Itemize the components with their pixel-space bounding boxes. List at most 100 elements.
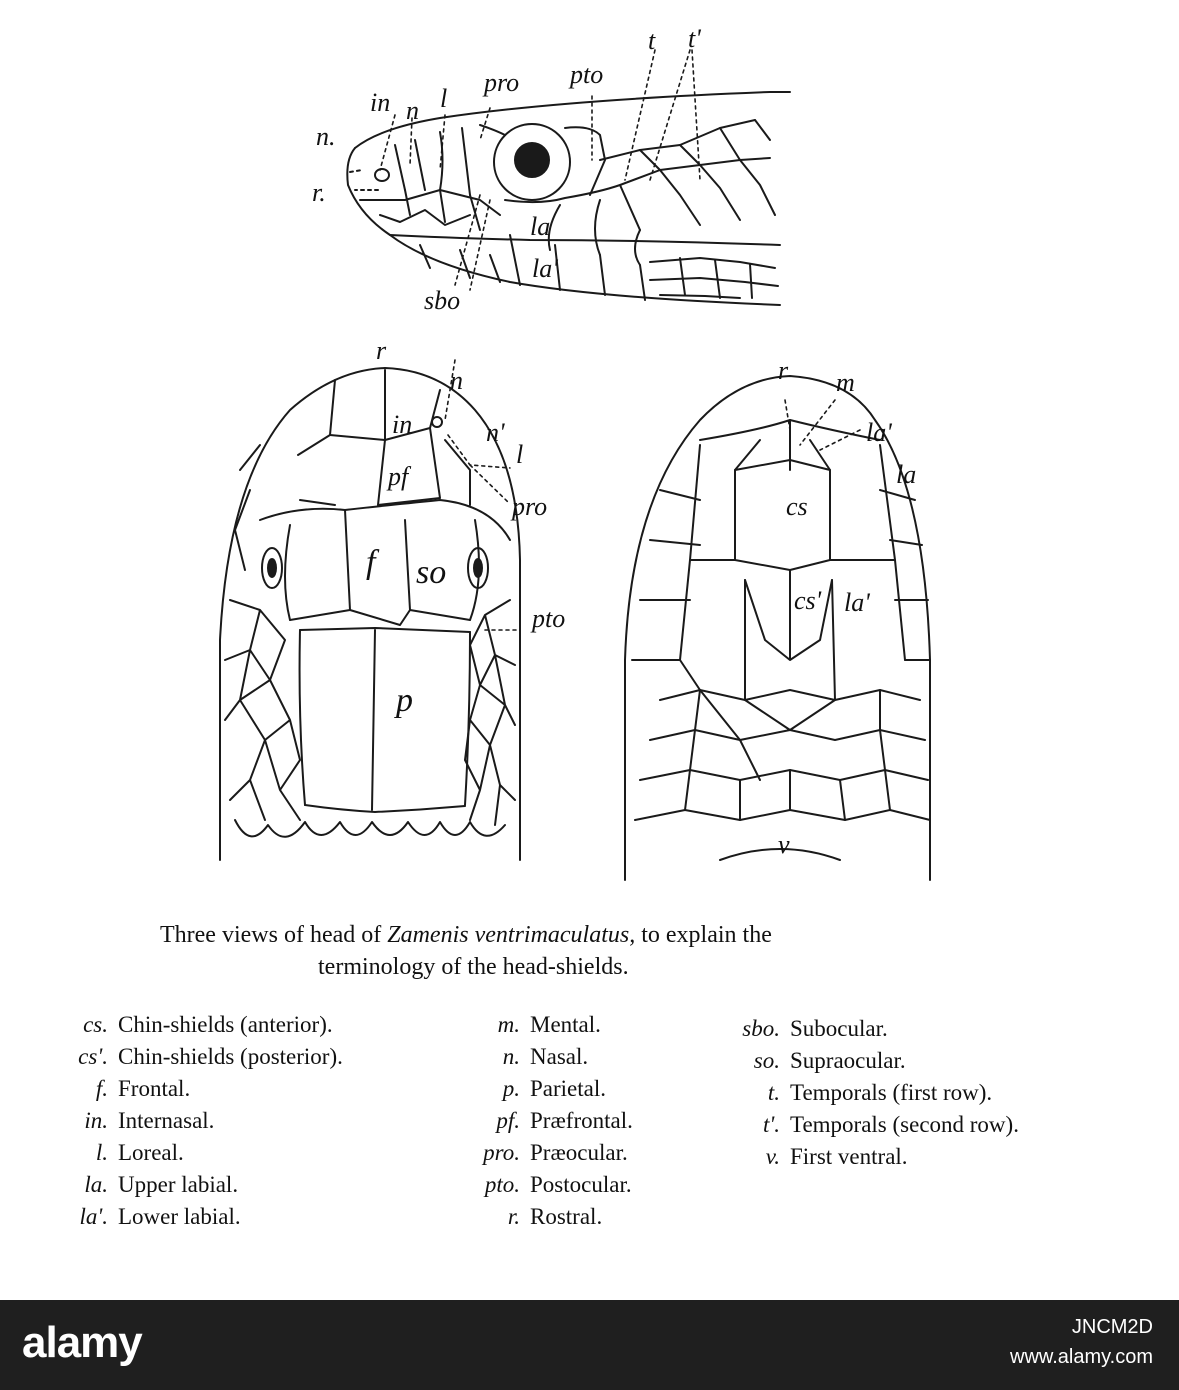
legend-def: Præfrontal.: [530, 1108, 633, 1133]
top-label-preocular: pro: [512, 492, 548, 521]
side-label-internasal: in: [370, 88, 391, 117]
legend-abbr: t'.: [762, 1112, 780, 1137]
side-label-postocular: pto: [570, 60, 604, 89]
legend-def: Frontal.: [118, 1076, 191, 1101]
legend-abbr: m.: [497, 1012, 520, 1037]
legend-def: Loreal.: [118, 1140, 184, 1165]
legend-row: t. Temporals (first row).: [710, 1080, 1150, 1112]
image-id: JNCM2D: [1071, 1316, 1153, 1338]
legend-row: la'. Lower labial.: [40, 1204, 460, 1236]
bottom-label-chin-shield-anterior: cs: [786, 492, 808, 521]
legend-def: Subocular.: [790, 1016, 888, 1041]
legend-abbr: pro.: [483, 1140, 520, 1165]
top-view-drawing: [219, 359, 521, 861]
bottom-label-upper-labial: la: [896, 460, 917, 489]
legend-abbr: l.: [95, 1140, 108, 1165]
watermark-footer: alamy JNCM2D www.alamy.com: [0, 1300, 1179, 1390]
bottom-view-drawing: [624, 375, 931, 881]
top-label-postocular: pto: [532, 604, 566, 633]
legend-def: Nasal.: [530, 1044, 589, 1069]
site-link[interactable]: www.alamy.com: [1010, 1346, 1153, 1368]
caption-suffix: to explain the: [635, 922, 772, 948]
bottom-label-chin-shield-posterior: cs': [794, 586, 822, 615]
alamy-logo[interactable]: alamy: [22, 1318, 143, 1367]
legend-abbr: sbo.: [742, 1016, 780, 1041]
side-view-drawing: [346, 49, 791, 306]
side-label-preocular: pro: [484, 68, 520, 97]
caption-line-1: Three views of head of Zamenis ventrimac…: [160, 922, 772, 949]
side-label-lower-labial: la': [532, 254, 558, 283]
legend-row: cs.Chin-shields (anterior).: [40, 1012, 460, 1044]
legend-abbr: cs'.: [78, 1044, 108, 1069]
legend-abbr: p.: [502, 1076, 520, 1101]
legend-abbr: in.: [84, 1108, 108, 1133]
side-label-temporal-second: t': [688, 24, 701, 53]
bottom-label-lower-labial-b: la': [844, 588, 870, 617]
head-drawings: [219, 49, 931, 881]
legend-def: First ventral.: [790, 1144, 908, 1169]
legend-row: m. Mental.: [452, 1012, 712, 1044]
legend-abbr: f.: [95, 1076, 108, 1101]
caption-prefix: Three views of head of: [160, 922, 388, 948]
legend-def: Mental.: [530, 1012, 601, 1037]
legend-row: pto. Postocular.: [452, 1172, 712, 1204]
legend-abbr: pf.: [496, 1108, 520, 1133]
legend-abbr: v.: [765, 1144, 780, 1169]
legend-abbr: t.: [767, 1080, 780, 1105]
legend-row: cs'. Chin-shields (posterior).: [40, 1044, 460, 1076]
top-label-nasal: n: [450, 366, 463, 395]
legend-row: la. Upper labial.: [40, 1172, 460, 1204]
top-label-internasal: in: [392, 410, 413, 439]
legend-def: Postocular.: [530, 1172, 632, 1197]
legend-def: Upper labial.: [118, 1172, 239, 1197]
side-label-temporal-first: t: [648, 26, 656, 55]
legend-abbr: n.: [502, 1044, 520, 1069]
legend-def: Temporals (second row).: [790, 1112, 1019, 1137]
legend-abbr: la'.: [79, 1204, 108, 1229]
top-label-frontal: f: [366, 544, 376, 581]
legend-row: v. First ventral.: [710, 1144, 1150, 1176]
bottom-label-rostral: r: [778, 356, 789, 385]
bottom-label-first-ventral: v: [778, 830, 790, 859]
side-label-nasal-b: n: [406, 96, 419, 125]
legend-def: Supraocular.: [790, 1048, 906, 1073]
legend-abbr: cs.: [83, 1012, 108, 1037]
side-label-upper-labial: la: [530, 212, 551, 241]
side-label-loreal: l: [440, 84, 448, 113]
legend-row: t'. Temporals (second row).: [710, 1112, 1150, 1144]
legend-column-3: sbo. Subocular. so. Supraocular. t. Tempora…: [710, 1016, 1150, 1176]
side-label-subocular: sbo: [424, 286, 461, 315]
side-label-rostral: r.: [312, 178, 326, 207]
top-label-nasal-posterior: n': [486, 418, 505, 447]
top-label-supraocular: so: [416, 554, 447, 591]
top-label-parietal: p: [396, 682, 413, 719]
legend-row: r.Rostral.: [452, 1204, 712, 1236]
legend-row: so. Supraocular.: [710, 1048, 1150, 1080]
bottom-label-lower-labial-a: la': [866, 418, 892, 447]
caption-species: Zamenis ventrimaculatus,: [387, 922, 636, 948]
top-label-loreal: l: [516, 440, 524, 469]
legend-abbr: la.: [84, 1172, 108, 1197]
legend-row: l. Loreal.: [40, 1140, 460, 1172]
legend-def: Parietal.: [530, 1076, 606, 1101]
caption-line-2: terminology of the head-shields.: [318, 954, 629, 980]
legend-abbr: r.: [507, 1204, 520, 1229]
legend-column-1: cs.Chin-shields (anterior). cs'. Chin-shi…: [40, 1012, 460, 1236]
legend-def: Temporals (first row).: [790, 1080, 993, 1105]
legend-column-2: m. Mental. n. Nasal. p. Parietal. pf. Præfro…: [452, 1012, 712, 1236]
legend-abbr: pto.: [484, 1172, 520, 1197]
top-label-prefrontal: pf: [388, 462, 409, 491]
legend-row: pro.Præocular.: [452, 1140, 712, 1172]
legend-row: pf. Præfrontal.: [452, 1108, 712, 1140]
legend-def: Internasal.: [118, 1108, 215, 1133]
legend-row: p. Parietal.: [452, 1076, 712, 1108]
illustration-plate: n. r. in n l pro pto t t' la la' sbo r n…: [40, 24, 1150, 1236]
legend-row: n. Nasal.: [452, 1044, 712, 1076]
legend-def: Lower labial.: [118, 1204, 241, 1229]
top-label-rostral: r: [376, 336, 387, 365]
legend-def: Chin-shields (posterior).: [118, 1044, 343, 1069]
legend-row: f. Frontal.: [40, 1076, 460, 1108]
legend-row: sbo. Subocular.: [710, 1016, 1150, 1048]
side-label-nasal-a: n.: [316, 122, 336, 151]
legend-abbr: so.: [753, 1048, 780, 1073]
